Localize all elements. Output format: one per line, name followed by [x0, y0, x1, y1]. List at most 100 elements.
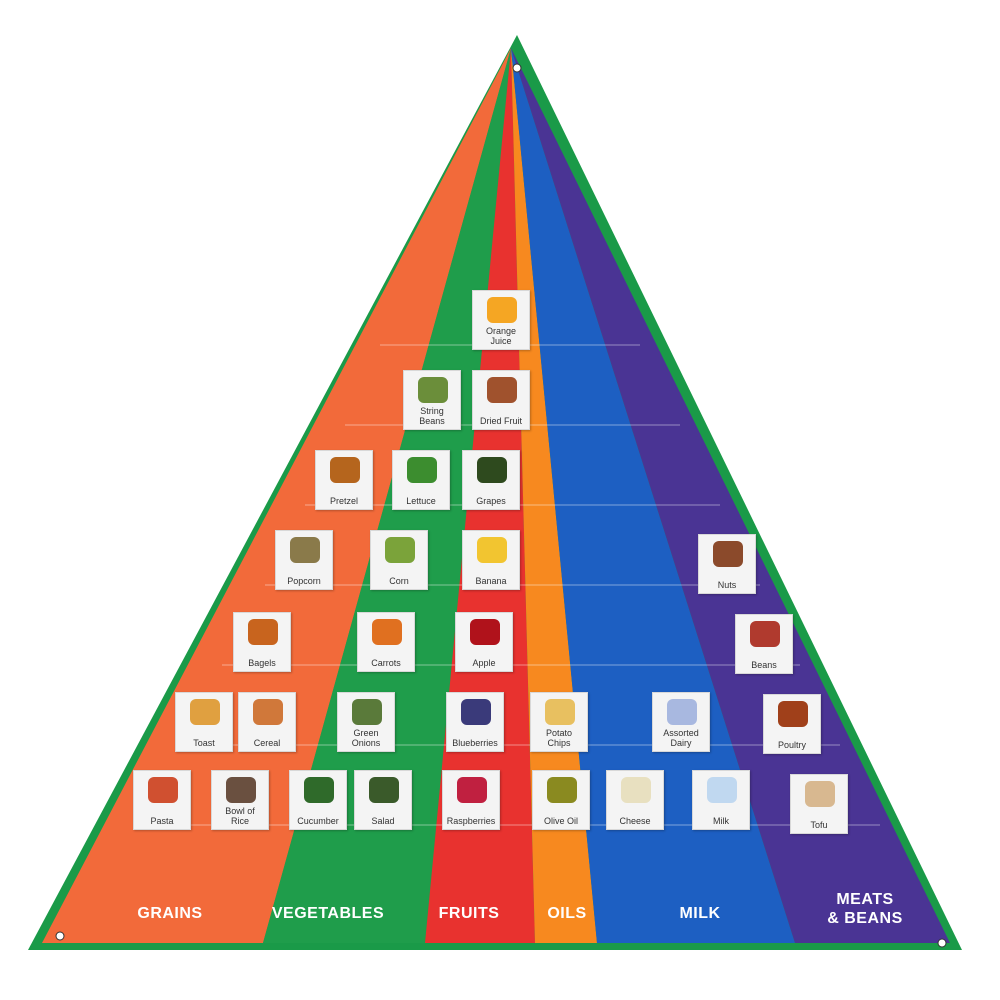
- food-card: Cereal: [238, 692, 296, 752]
- stripe-vegetables: [263, 48, 511, 943]
- food-card: Cheese: [606, 770, 664, 830]
- group-label-meats-and-beans: MEATS & BEANS: [827, 891, 903, 927]
- food-card-label: Cereal: [253, 738, 281, 748]
- food-card: Assorted Dairy: [652, 692, 710, 752]
- food-card-label: Pasta: [150, 816, 174, 826]
- cereal-icon: [253, 699, 283, 725]
- food-card: Tofu: [790, 774, 848, 834]
- tofu-icon: [805, 781, 835, 807]
- food-card-label: Assorted Dairy: [663, 728, 699, 748]
- pasta-icon: [148, 777, 178, 803]
- food-card-label: Milk: [713, 816, 729, 826]
- food-card: Raspberries: [442, 770, 500, 830]
- dried-fruit-icon: [487, 377, 517, 403]
- salad-icon: [369, 777, 399, 803]
- food-card: Apple: [455, 612, 513, 672]
- food-card-label: Cucumber: [297, 816, 339, 826]
- group-label-milk: MILK: [679, 905, 721, 922]
- grapes-icon: [477, 457, 507, 483]
- food-card-label: Bowl of Rice: [225, 806, 255, 826]
- banana-icon: [477, 537, 507, 563]
- blueberries-icon: [461, 699, 491, 725]
- food-card-label: Dried Fruit: [479, 416, 522, 426]
- cheese-icon: [621, 777, 651, 803]
- food-card-label: Toast: [193, 738, 215, 748]
- food-card: Lettuce: [392, 450, 450, 510]
- apple-icon: [470, 619, 500, 645]
- food-card: Banana: [462, 530, 520, 590]
- group-label-vegetables: VEGETABLES: [271, 905, 385, 922]
- food-card-label: Carrots: [371, 658, 401, 668]
- group-label-grains: GRAINS: [137, 905, 203, 922]
- food-card: Popcorn: [275, 530, 333, 590]
- food-card-label: Grapes: [476, 496, 506, 506]
- assorted-dairy-icon: [667, 699, 697, 725]
- food-card: Toast: [175, 692, 233, 752]
- food-card-label: String Beans: [419, 406, 445, 426]
- milk-icon: [707, 777, 737, 803]
- food-card: Milk: [692, 770, 750, 830]
- food-card: Potato Chips: [530, 692, 588, 752]
- food-card: Green Onions: [337, 692, 395, 752]
- toast-icon: [190, 699, 220, 725]
- food-card-label: Potato Chips: [545, 728, 573, 748]
- food-card: Grapes: [462, 450, 520, 510]
- food-card-label: Lettuce: [406, 496, 436, 506]
- carrots-icon: [372, 619, 402, 645]
- group-label-fruits: FRUITS: [438, 905, 500, 922]
- food-card-label: Beans: [751, 660, 777, 670]
- food-card-label: Apple: [472, 658, 496, 668]
- food-card: Corn: [370, 530, 428, 590]
- pretzel-icon: [330, 457, 360, 483]
- food-card-label: Nuts: [717, 580, 737, 590]
- food-card-label: Tofu: [810, 820, 828, 830]
- food-card-label: Corn: [389, 576, 409, 586]
- stripe-grains: [42, 48, 511, 943]
- food-card: Poultry: [763, 694, 821, 754]
- food-card: Dried Fruit: [472, 370, 530, 430]
- grommet-left: [55, 931, 65, 941]
- nuts-icon: [713, 541, 743, 567]
- olive-oil-icon: [547, 777, 577, 803]
- food-card: Orange Juice: [472, 290, 530, 350]
- stripe-meats: [511, 48, 950, 943]
- food-card: Blueberries: [446, 692, 504, 752]
- food-card: Beans: [735, 614, 793, 674]
- grommet-right: [937, 938, 947, 948]
- popcorn-icon: [290, 537, 320, 563]
- group-label-oils: OILS: [547, 905, 587, 922]
- grommet-top: [512, 63, 522, 73]
- beans-icon: [750, 621, 780, 647]
- cucumber-icon: [304, 777, 334, 803]
- food-card: Olive Oil: [532, 770, 590, 830]
- food-card: Salad: [354, 770, 412, 830]
- lettuce-icon: [407, 457, 437, 483]
- food-card: Cucumber: [289, 770, 347, 830]
- food-card-label: Banana: [475, 576, 507, 586]
- food-card: String Beans: [403, 370, 461, 430]
- food-card-label: Popcorn: [287, 576, 321, 586]
- bagels-icon: [248, 619, 278, 645]
- food-card: Nuts: [698, 534, 756, 594]
- poultry-icon: [778, 701, 808, 727]
- food-card-label: Cheese: [619, 816, 651, 826]
- food-card-label: Raspberries: [446, 816, 496, 826]
- food-card: Pasta: [133, 770, 191, 830]
- bowl-of-rice-icon: [226, 777, 256, 803]
- food-card-label: Bagels: [248, 658, 276, 668]
- food-card: Pretzel: [315, 450, 373, 510]
- corn-icon: [385, 537, 415, 563]
- string-beans-icon: [418, 377, 448, 403]
- food-card-label: Orange Juice: [485, 326, 517, 346]
- food-card-label: Blueberries: [452, 738, 498, 748]
- food-card: Bowl of Rice: [211, 770, 269, 830]
- food-card-label: Pretzel: [329, 496, 358, 506]
- food-card: Bagels: [233, 612, 291, 672]
- food-card-label: Salad: [371, 816, 395, 826]
- orange-juice-icon: [487, 297, 517, 323]
- food-card-label: Green Onions: [351, 728, 381, 748]
- green-onions-icon: [352, 699, 382, 725]
- food-card-label: Olive Oil: [543, 816, 578, 826]
- food-card: Carrots: [357, 612, 415, 672]
